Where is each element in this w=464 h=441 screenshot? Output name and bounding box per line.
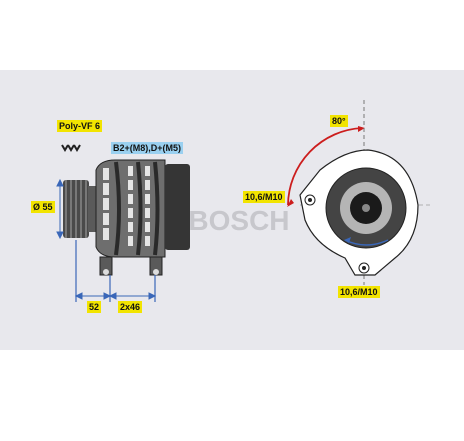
belt-type-label: Poly-VF 6 [57, 120, 103, 132]
horizontal-dimensions [74, 292, 157, 300]
pulley-diameter-label: Ø 55 [31, 201, 55, 213]
alternator-body [95, 159, 190, 276]
reference-lines [75, 240, 156, 302]
dimension-2x46-label: 2x46 [118, 301, 143, 313]
pulley [63, 180, 98, 238]
mount-top-label: 10,6/M10 [243, 191, 285, 203]
mount-bottom-label: 10,6/M10 [338, 286, 380, 298]
belt-profile-icon [61, 144, 81, 152]
angle-arc [287, 127, 363, 206]
pulley-diameter-dimension [56, 178, 64, 240]
alternator-side-view [56, 144, 190, 302]
alternator-end-view [287, 100, 430, 285]
terminal-label: B2+(M8),D+(M5) [111, 142, 184, 154]
angle-label: 80° [330, 115, 348, 127]
dimension-52-label: 52 [87, 301, 102, 313]
